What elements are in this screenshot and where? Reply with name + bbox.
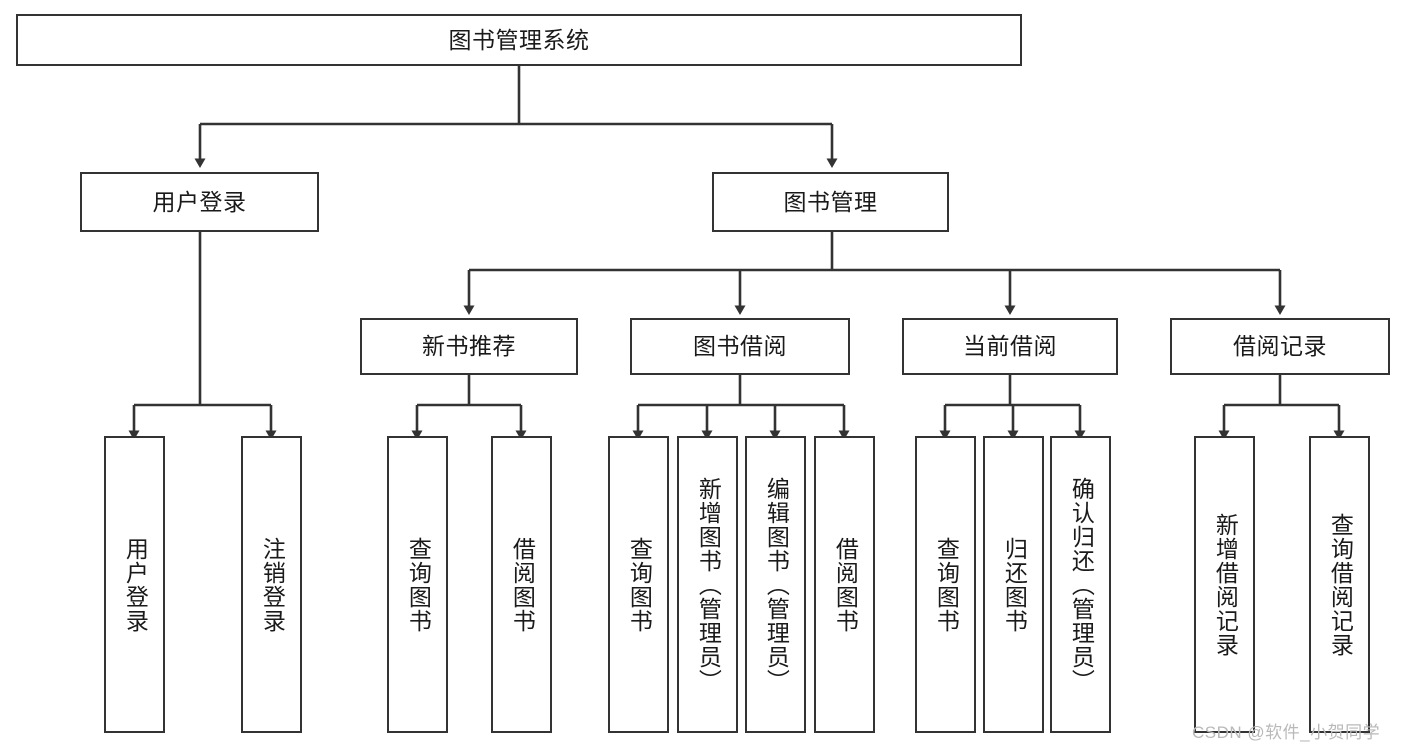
node-book-borrow[interactable]: 图书借阅: [630, 318, 850, 375]
leaf-query-book-2-label: 查询图书: [626, 536, 653, 633]
leaf-edit-book[interactable]: 编辑图书（管理员）: [745, 436, 806, 733]
leaf-user-login-label: 用户登录: [122, 536, 149, 633]
node-user-login[interactable]: 用户登录: [80, 172, 319, 232]
leaf-query-book-1-label: 查询图书: [405, 536, 432, 633]
node-current-borrow[interactable]: 当前借阅: [902, 318, 1118, 375]
leaf-borrow-book-2[interactable]: 借阅图书: [814, 436, 875, 733]
node-new-book-rec[interactable]: 新书推荐: [360, 318, 578, 375]
node-user-login-label: 用户登录: [152, 188, 247, 215]
leaf-edit-book-label: 编辑图书（管理员）: [763, 476, 790, 693]
leaf-add-record-label: 新增借阅记录: [1212, 512, 1239, 657]
csdn-watermark: CSDN @软件_小贺同学: [1192, 723, 1381, 742]
leaf-return-book[interactable]: 归还图书: [983, 436, 1044, 733]
node-current-borrow-label: 当前借阅: [963, 333, 1057, 360]
leaf-borrow-book-1[interactable]: 借阅图书: [491, 436, 552, 733]
leaf-borrow-book-1-label: 借阅图书: [509, 536, 536, 633]
leaf-confirm-return[interactable]: 确认归还（管理员）: [1050, 436, 1111, 733]
node-root-label: 图书管理系统: [448, 26, 590, 53]
leaf-query-book-1[interactable]: 查询图书: [387, 436, 448, 733]
leaf-user-login[interactable]: 用户登录: [104, 436, 165, 733]
node-borrow-record[interactable]: 借阅记录: [1170, 318, 1390, 375]
node-new-book-rec-label: 新书推荐: [422, 333, 516, 360]
node-book-manage[interactable]: 图书管理: [712, 172, 949, 232]
leaf-borrow-book-2-label: 借阅图书: [832, 536, 859, 633]
node-book-manage-label: 图书管理: [783, 188, 878, 215]
leaf-query-book-3[interactable]: 查询图书: [915, 436, 976, 733]
leaf-add-book[interactable]: 新增图书（管理员）: [677, 436, 738, 733]
leaf-return-book-label: 归还图书: [1001, 536, 1028, 633]
leaf-add-book-label: 新增图书（管理员）: [695, 476, 722, 693]
leaf-logout-label: 注销登录: [259, 536, 286, 633]
leaf-confirm-return-label: 确认归还（管理员）: [1068, 476, 1095, 693]
leaf-add-record[interactable]: 新增借阅记录: [1194, 436, 1255, 733]
node-root[interactable]: 图书管理系统: [16, 14, 1022, 66]
node-book-borrow-label: 图书借阅: [693, 333, 787, 360]
leaf-query-record-label: 查询借阅记录: [1327, 512, 1354, 657]
leaf-logout[interactable]: 注销登录: [241, 436, 302, 733]
leaf-query-book-2[interactable]: 查询图书: [608, 436, 669, 733]
node-borrow-record-label: 借阅记录: [1233, 333, 1327, 360]
leaf-query-book-3-label: 查询图书: [933, 536, 960, 633]
leaf-query-record[interactable]: 查询借阅记录: [1309, 436, 1370, 733]
